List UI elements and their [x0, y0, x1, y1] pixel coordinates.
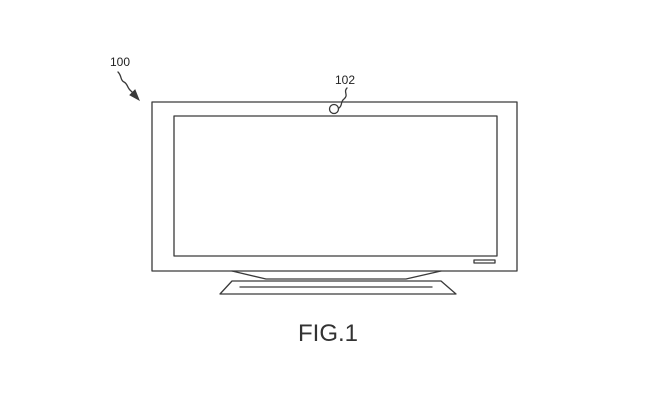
camera-lens [328, 103, 340, 115]
ref-label-device: 100 [110, 55, 130, 69]
figure-caption: FIG.1 [298, 320, 358, 347]
monitor-screen [173, 115, 498, 257]
camera-leader-line [338, 87, 348, 109]
stand-neck [231, 270, 442, 280]
indicator-light [473, 259, 496, 264]
ref-label-camera: 102 [335, 73, 355, 87]
monitor-bezel [151, 101, 518, 272]
device-leader-arrowhead [129, 89, 140, 102]
device-leader-line [117, 71, 137, 97]
stand-base [219, 280, 457, 295]
